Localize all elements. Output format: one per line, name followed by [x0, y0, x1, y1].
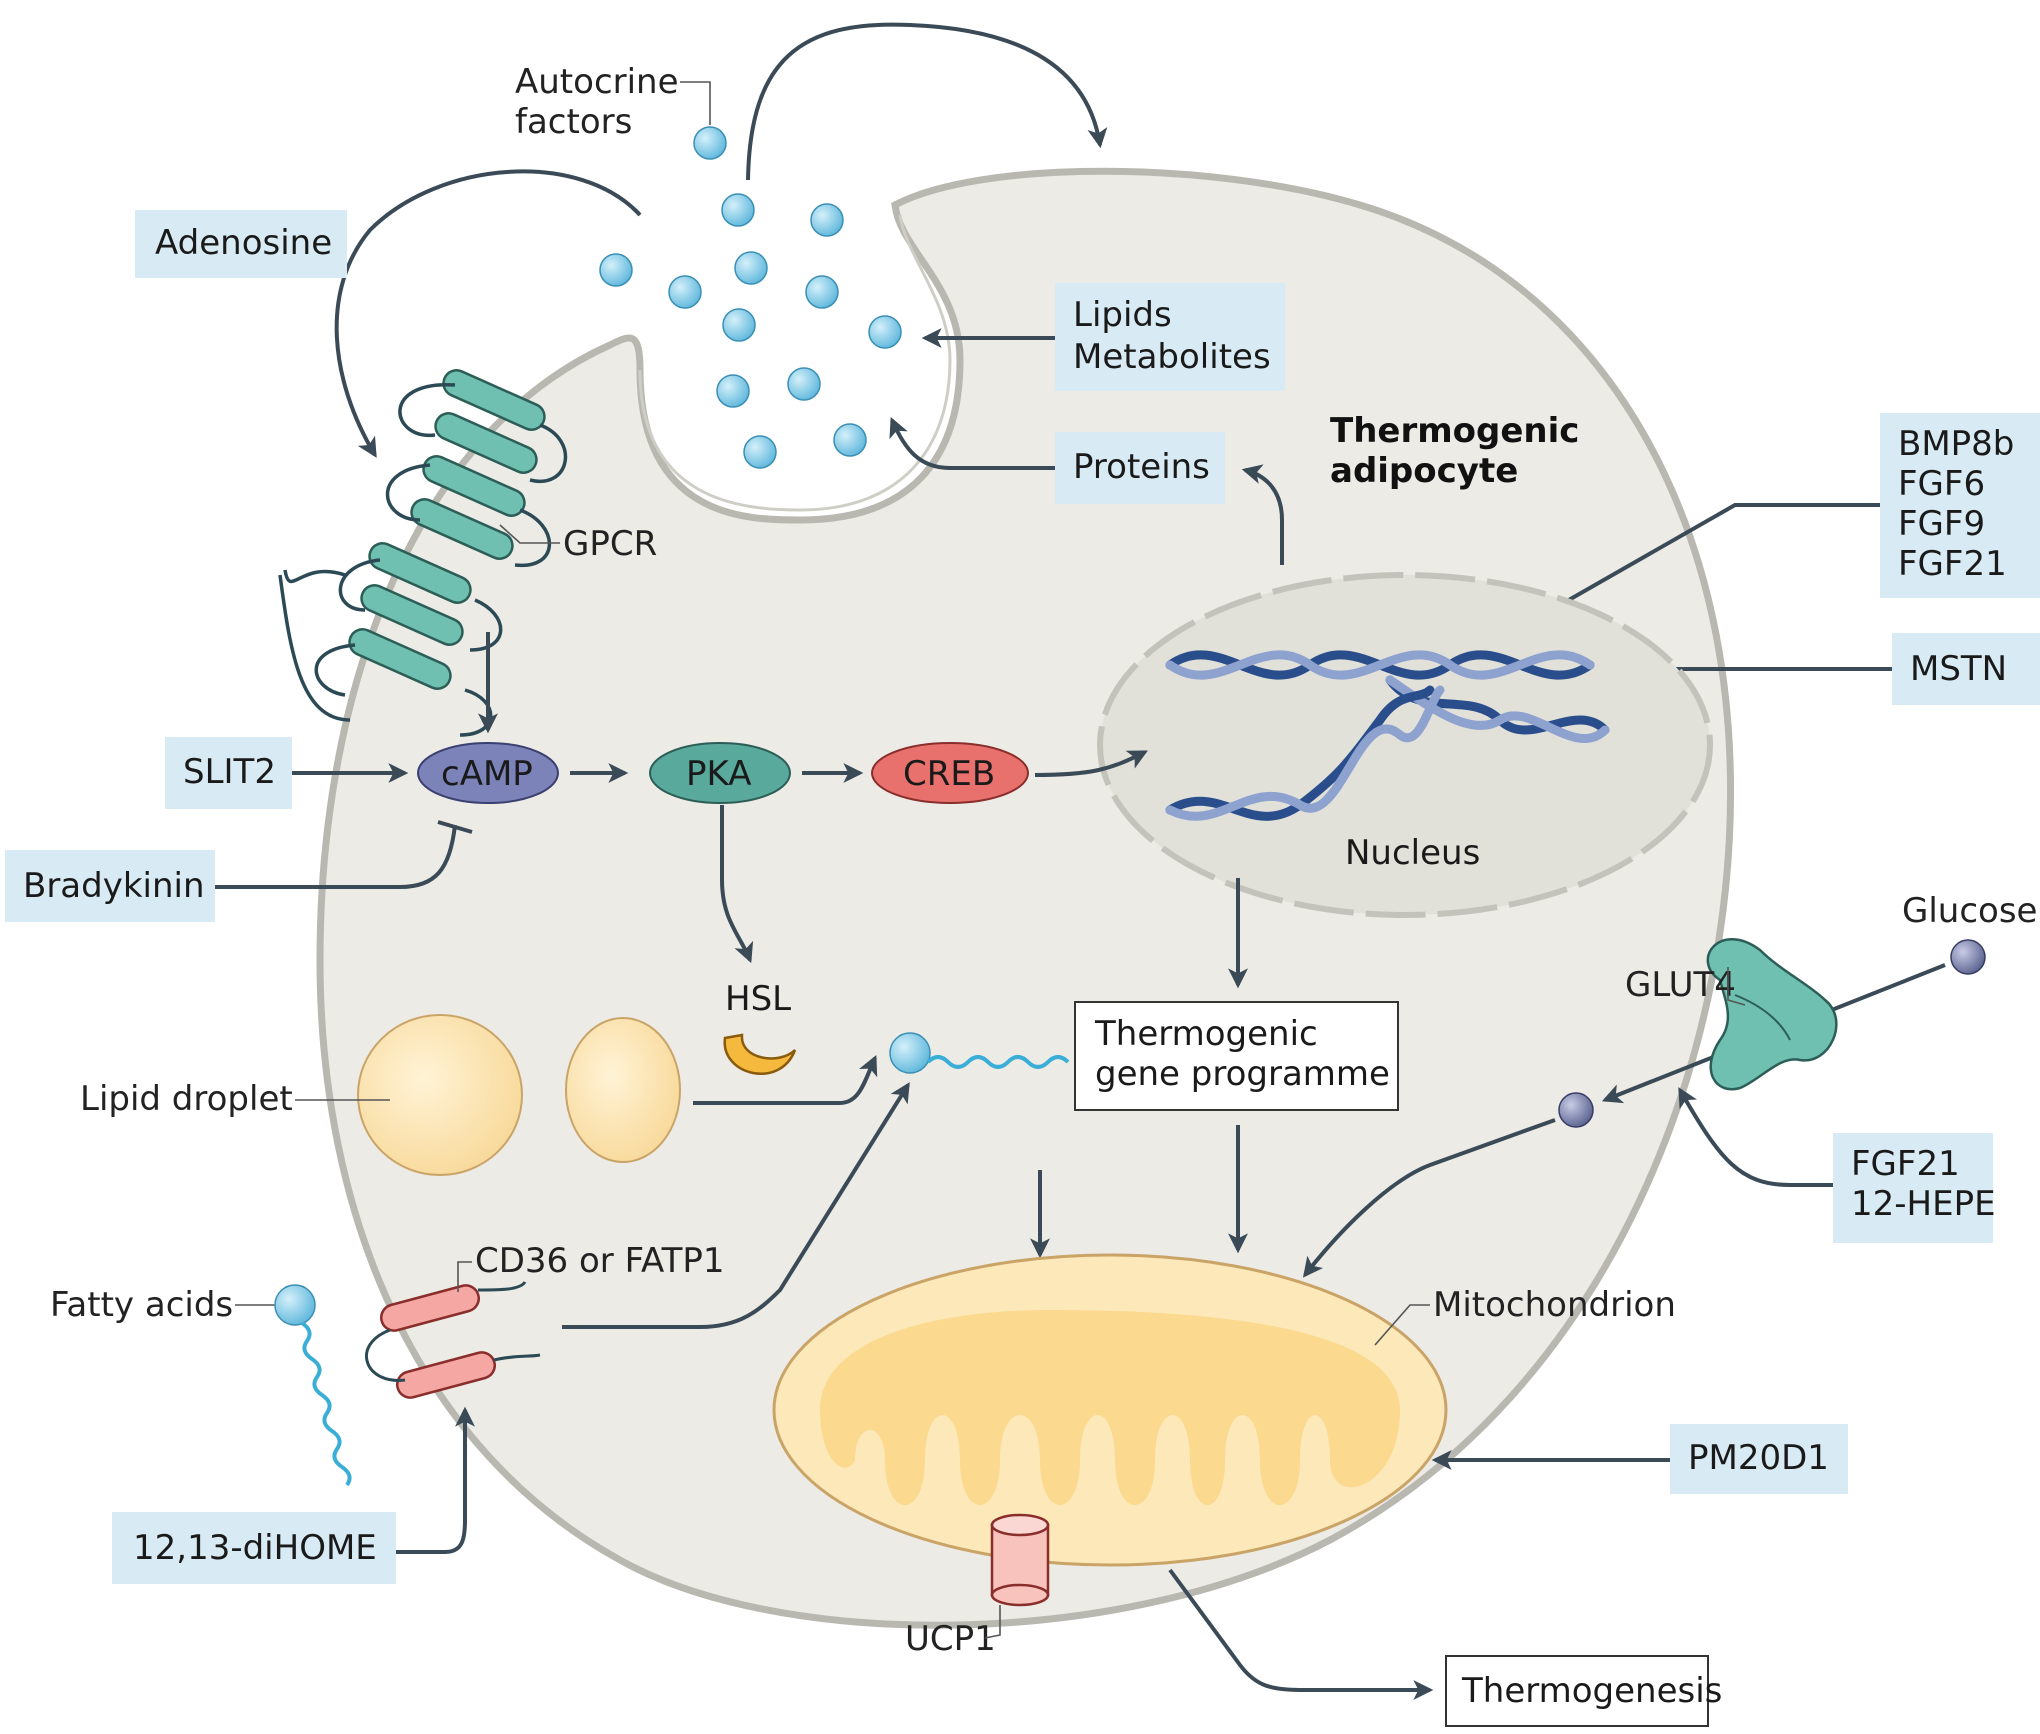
- fgf9-label: FGF9: [1898, 504, 1985, 544]
- nucleus-label: Nucleus: [1345, 833, 1480, 873]
- adenosine-label: Adenosine: [155, 223, 332, 263]
- mstn-label: MSTN: [1910, 649, 2007, 689]
- pka-node: [649, 742, 791, 804]
- autocrine-arrow: [746, 22, 1108, 181]
- autocrine-vesicles: [599, 126, 902, 469]
- fgf21-top-label: FGF21: [1898, 544, 2007, 584]
- proteins-label: Proteins: [1073, 447, 1210, 487]
- thermogenesis-box: [1445, 1655, 1709, 1727]
- dna-icon: [1165, 650, 1610, 821]
- creb-node: [871, 742, 1029, 804]
- fatty-acid-free: [889, 1032, 931, 1074]
- fgf6-label: FGF6: [1898, 464, 1985, 504]
- bmp8b-label: BMP8b: [1898, 424, 2014, 464]
- pka-label: PKA: [686, 754, 751, 794]
- cell-title-2: adipocyte: [1330, 451, 1518, 491]
- fgf21-hepe-box: [1833, 1133, 1993, 1243]
- pm20d1-label: PM20D1: [1688, 1438, 1829, 1478]
- hsl-label: HSL: [725, 979, 791, 1019]
- ucp1-label: UCP1: [905, 1619, 996, 1659]
- hepe-label: 12-HEPE: [1851, 1184, 1996, 1224]
- mstn-box: [1892, 633, 2040, 705]
- fgf21-hepe-arrow: [1678, 1087, 1833, 1187]
- mitochondrion-cristae: [820, 1310, 1400, 1505]
- nucleus-to-proteins-arrow: [1241, 464, 1284, 565]
- mito-to-thermogenesis-arrow: [1168, 1568, 1434, 1700]
- camp-label: cAMP: [441, 754, 533, 794]
- glut4-transporter: [1706, 937, 1838, 1091]
- gpcr-receptor: [278, 369, 568, 737]
- fatty-acids-label: Fatty acids: [50, 1285, 233, 1325]
- cd36-label: CD36 or FATP1: [475, 1241, 725, 1281]
- autocrine-label-2: factors: [515, 102, 632, 142]
- thermogenesis-label: Thermogenesis: [1461, 1671, 1722, 1711]
- adenosine-arrow: [334, 169, 642, 458]
- metabolites-label: Metabolites: [1073, 337, 1271, 377]
- thermo-gene-box: [1074, 1001, 1399, 1111]
- glucose-label: Glucose: [1902, 891, 2037, 931]
- lipids-box: [1055, 283, 1285, 391]
- cell-vesicle-pocket: [638, 214, 952, 512]
- dihome-arrow: [396, 1406, 475, 1554]
- growth-factors-arrow: [1487, 503, 1880, 647]
- autocrine-label-1: Autocrine: [515, 62, 679, 102]
- adenosine-box: [135, 210, 347, 278]
- lipids-label: Lipids: [1073, 295, 1172, 335]
- glucose-internal: [1558, 1092, 1594, 1128]
- fatty-acid-tail-external: [300, 1321, 352, 1487]
- glut4-label: GLUT4: [1625, 965, 1736, 1005]
- pka-to-hsl-arrow: [720, 805, 754, 964]
- cd36-to-fatty-acid-arrow: [562, 1082, 910, 1329]
- proteins-box: [1055, 432, 1225, 504]
- camp-node: [417, 742, 559, 804]
- fatty-acid-external: [274, 1284, 316, 1326]
- slit2-box: [165, 737, 292, 809]
- glucose-molecule: [1950, 939, 1986, 975]
- cell-title-1: Thermogenic: [1330, 411, 1579, 451]
- glucose-to-mito-arrow: [1302, 1118, 1556, 1278]
- creb-to-nucleus-arrow: [1034, 750, 1148, 777]
- hsl-enzyme: [723, 1033, 797, 1075]
- lipid-droplet-small: [565, 1017, 681, 1163]
- proteins-arrow: [889, 416, 1055, 470]
- lipid-droplet-large: [357, 1014, 523, 1176]
- lipid-droplet-label: Lipid droplet: [80, 1079, 293, 1119]
- fgf21-lower-label: FGF21: [1851, 1144, 1960, 1184]
- cell-membrane: [316, 167, 1735, 1629]
- cd36-transporter: [364, 1280, 541, 1399]
- bradykinin-inhibition: [215, 820, 473, 889]
- ucp1-channel: [990, 1513, 1050, 1607]
- dihome-label: 12,13-diHOME: [133, 1528, 377, 1568]
- gpcr-label: GPCR: [563, 524, 657, 564]
- lipid-to-fatty-acid-arrow: [693, 1054, 878, 1105]
- mitochondrion-label: Mitochondrion: [1433, 1285, 1676, 1325]
- bradykinin-box: [5, 850, 215, 922]
- thermo-gene-label-2: gene programme: [1095, 1054, 1390, 1094]
- bradykinin-label: Bradykinin: [23, 866, 205, 906]
- pm20d1-box: [1670, 1424, 1848, 1494]
- creb-label: CREB: [903, 754, 995, 794]
- fatty-acid-tail-free: [926, 1055, 1070, 1069]
- dihome-box: [112, 1512, 396, 1584]
- growth-factors-box: [1880, 413, 2040, 598]
- thermo-gene-label-1: Thermogenic: [1094, 1014, 1318, 1054]
- slit2-label: SLIT2: [183, 752, 276, 792]
